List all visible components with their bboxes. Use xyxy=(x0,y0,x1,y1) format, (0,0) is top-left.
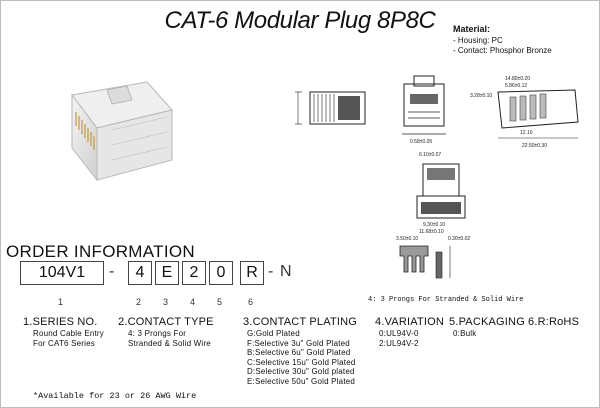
category-plating: 3.CONTACT PLATING G:Gold Plated F:Select… xyxy=(243,316,357,386)
category-heading: 4.VARIATION xyxy=(375,316,445,328)
code-box-series: 104V1 xyxy=(20,261,104,285)
category-heading: 3.CONTACT PLATING xyxy=(243,316,358,328)
category-line: 4: 3 Prongs For xyxy=(128,329,187,338)
dim-d8: 9.30±0.10 xyxy=(423,222,445,228)
code-number: 4 xyxy=(190,297,196,307)
dim-d4: 12.10 xyxy=(520,130,533,136)
code-box-variation: 2 xyxy=(182,261,206,285)
category-heading: 2.CONTACT TYPE xyxy=(118,316,214,328)
code-dash: - xyxy=(268,263,274,280)
prongs-note: 4: 3 Prongs For Stranded & Solid Wire xyxy=(368,296,524,304)
dim-d5: 22.50±0.30 xyxy=(522,143,547,149)
material-heading: Material: xyxy=(453,24,491,34)
code-suffix: N xyxy=(280,263,292,280)
product-photo xyxy=(71,81,173,182)
category-line: For CAT6 Series xyxy=(33,338,95,348)
dim-d1: 14.80±0.20 xyxy=(505,76,530,82)
code-number: 2 xyxy=(136,297,142,307)
category-contact-type: 2.CONTACT TYPE 4: 3 Prongs For Stranded … xyxy=(118,316,214,348)
plating-item: D:Selective 30u" Gold plated xyxy=(247,367,355,376)
dim-d11: 0.30±0.02 xyxy=(448,236,470,242)
material-contact: - Contact: Phosphor Bronze xyxy=(453,46,552,55)
category-line: Stranded & Solid Wire xyxy=(128,338,211,348)
code-number: 1 xyxy=(58,297,64,307)
category-rohs: 6.R:RoHS xyxy=(528,316,579,329)
category-line: Round Cable Entry xyxy=(33,329,104,338)
dim-d2: 5.86±0.12 xyxy=(505,83,527,89)
code-box-contact-type: 4 xyxy=(128,261,152,285)
technical-drawing-bottom: 6.10±0.07 9.30±0.10 11.68±0.10 xyxy=(416,152,466,235)
category-line: 2:UL94V-2 xyxy=(379,338,419,348)
technical-drawing-side xyxy=(295,91,366,125)
code-dash: - xyxy=(109,263,115,280)
availability-note: *Available for 23 or 26 AWG Wire xyxy=(33,391,197,401)
material-housing: - Housing: PC xyxy=(453,35,503,45)
code-box-rohs: R xyxy=(240,261,264,285)
plating-item: C:Selective 15u" Gold Plated xyxy=(247,357,356,367)
code-box-plating: E xyxy=(155,261,179,285)
technical-drawing-prongs: 3.50±0.10 0.30±0.02 xyxy=(396,236,470,279)
technical-drawing-top: 14.80±0.20 5.86±0.12 3.28±0.10 12.10 22.… xyxy=(470,76,579,149)
plating-item: B:Selective 6u" Gold Plated xyxy=(247,348,351,357)
category-heading: 1.SERIES NO. xyxy=(23,316,98,328)
code-number: 3 xyxy=(163,297,169,307)
category-line: 0:UL94V-0 xyxy=(379,329,419,338)
dim-d10: 3.50±0.10 xyxy=(396,236,418,242)
category-heading: 5.PACKAGING xyxy=(449,316,525,328)
category-series: 1.SERIES NO. Round Cable Entry For CAT6 … xyxy=(23,316,104,348)
plating-item: E:Selective 50u" Gold Plated xyxy=(247,376,356,386)
technical-drawing-front: 0.58±0.05 xyxy=(402,75,446,145)
dim-d9: 11.68±0.10 xyxy=(419,229,444,235)
plating-item: F:Selective 3u" Gold Plated xyxy=(247,338,350,348)
category-heading: 6.R:RoHS xyxy=(528,316,580,328)
plating-item: G:Gold Plated xyxy=(247,329,300,338)
code-box-packaging: 0 xyxy=(209,261,233,285)
dim-d3: 3.28±0.10 xyxy=(470,93,492,99)
code-number: 5 xyxy=(217,297,223,307)
page-title: CAT-6 Modular Plug 8P8C xyxy=(164,7,436,34)
category-variation: 4.VARIATION 0:UL94V-0 2:UL94V-2 xyxy=(375,316,444,348)
code-number: 6 xyxy=(248,297,254,307)
order-heading: ORDER INFORMATION xyxy=(6,242,195,261)
material-block: Material: - Housing: PC - Contact: Phosp… xyxy=(453,24,552,57)
dim-d6: 0.58±0.05 xyxy=(410,139,432,145)
category-packaging: 5.PACKAGING 0:Bulk xyxy=(449,316,525,339)
category-line: 0:Bulk xyxy=(453,329,477,338)
dim-d7: 6.10±0.07 xyxy=(419,152,441,158)
